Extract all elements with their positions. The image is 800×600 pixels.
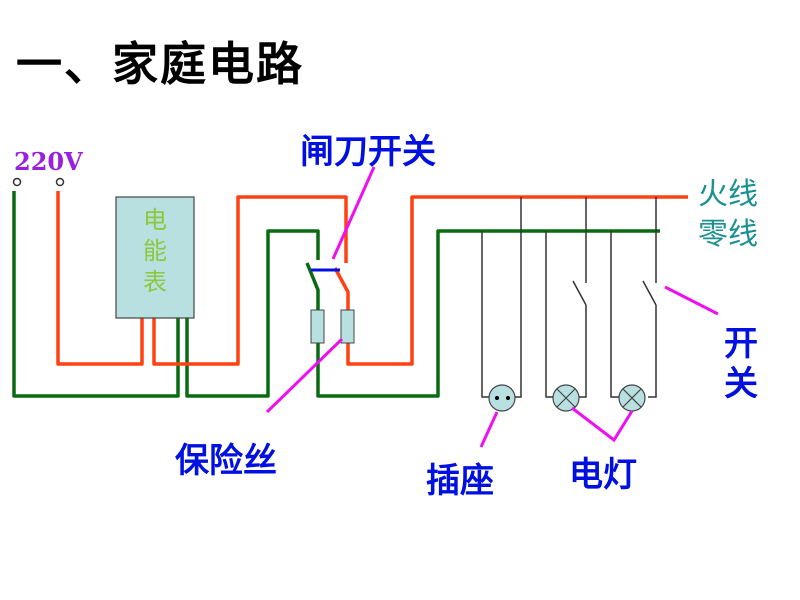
lamp-icon bbox=[618, 384, 646, 412]
socket-neutral-branch bbox=[481, 231, 490, 398]
meter-char-1: 电 bbox=[143, 206, 167, 234]
switch-label-char-2: 关 bbox=[724, 364, 758, 404]
lamp1-switch bbox=[572, 280, 587, 306]
live-meter-out-wire bbox=[152, 195, 348, 366]
socket-pointer bbox=[479, 411, 499, 448]
terminal-left bbox=[12, 177, 22, 187]
lamp2-live-branch bbox=[648, 197, 657, 398]
socket-label: 插座 bbox=[426, 461, 494, 501]
neutral-meter-out-wire bbox=[185, 229, 320, 398]
fuse-label: 保险丝 bbox=[175, 441, 277, 481]
switch-label-char-1: 开 bbox=[724, 324, 758, 364]
knife-switch-label: 闸刀开关 bbox=[300, 132, 436, 172]
lamp1-neutral-branch bbox=[545, 231, 554, 398]
energy-meter bbox=[115, 196, 195, 319]
socket-icon bbox=[488, 384, 516, 412]
socket-live-branch bbox=[513, 197, 522, 398]
lamp2-neutral-branch bbox=[610, 231, 619, 398]
live-input-wire bbox=[56, 191, 144, 366]
live-wire-label: 火线 bbox=[698, 177, 758, 212]
neutral-main-wire bbox=[305, 229, 660, 398]
switch-pointer bbox=[664, 285, 719, 316]
socket-hole bbox=[495, 396, 499, 400]
lamp2-switch bbox=[642, 280, 657, 306]
terminal-right bbox=[55, 177, 65, 187]
fuse-live bbox=[340, 309, 355, 344]
meter-char-2: 能 bbox=[143, 237, 167, 265]
page-title: 一、家庭电路 bbox=[16, 37, 304, 91]
fuse-neutral bbox=[310, 309, 325, 344]
knife-switch-pointer bbox=[331, 166, 376, 260]
neutral-wire-label: 零线 bbox=[698, 217, 758, 252]
lamp-label: 电灯 bbox=[569, 455, 637, 495]
meter-char-3: 表 bbox=[143, 268, 167, 296]
lamp-icon bbox=[552, 384, 580, 412]
lamp1-live-branch bbox=[578, 197, 587, 398]
lamp-pointer bbox=[571, 406, 634, 443]
fuse-pointer bbox=[265, 337, 344, 414]
socket-hole bbox=[506, 396, 510, 400]
neutral-input-wire bbox=[12, 191, 180, 398]
live-main-wire bbox=[333, 195, 688, 366]
voltage-label: 220V bbox=[14, 147, 83, 176]
